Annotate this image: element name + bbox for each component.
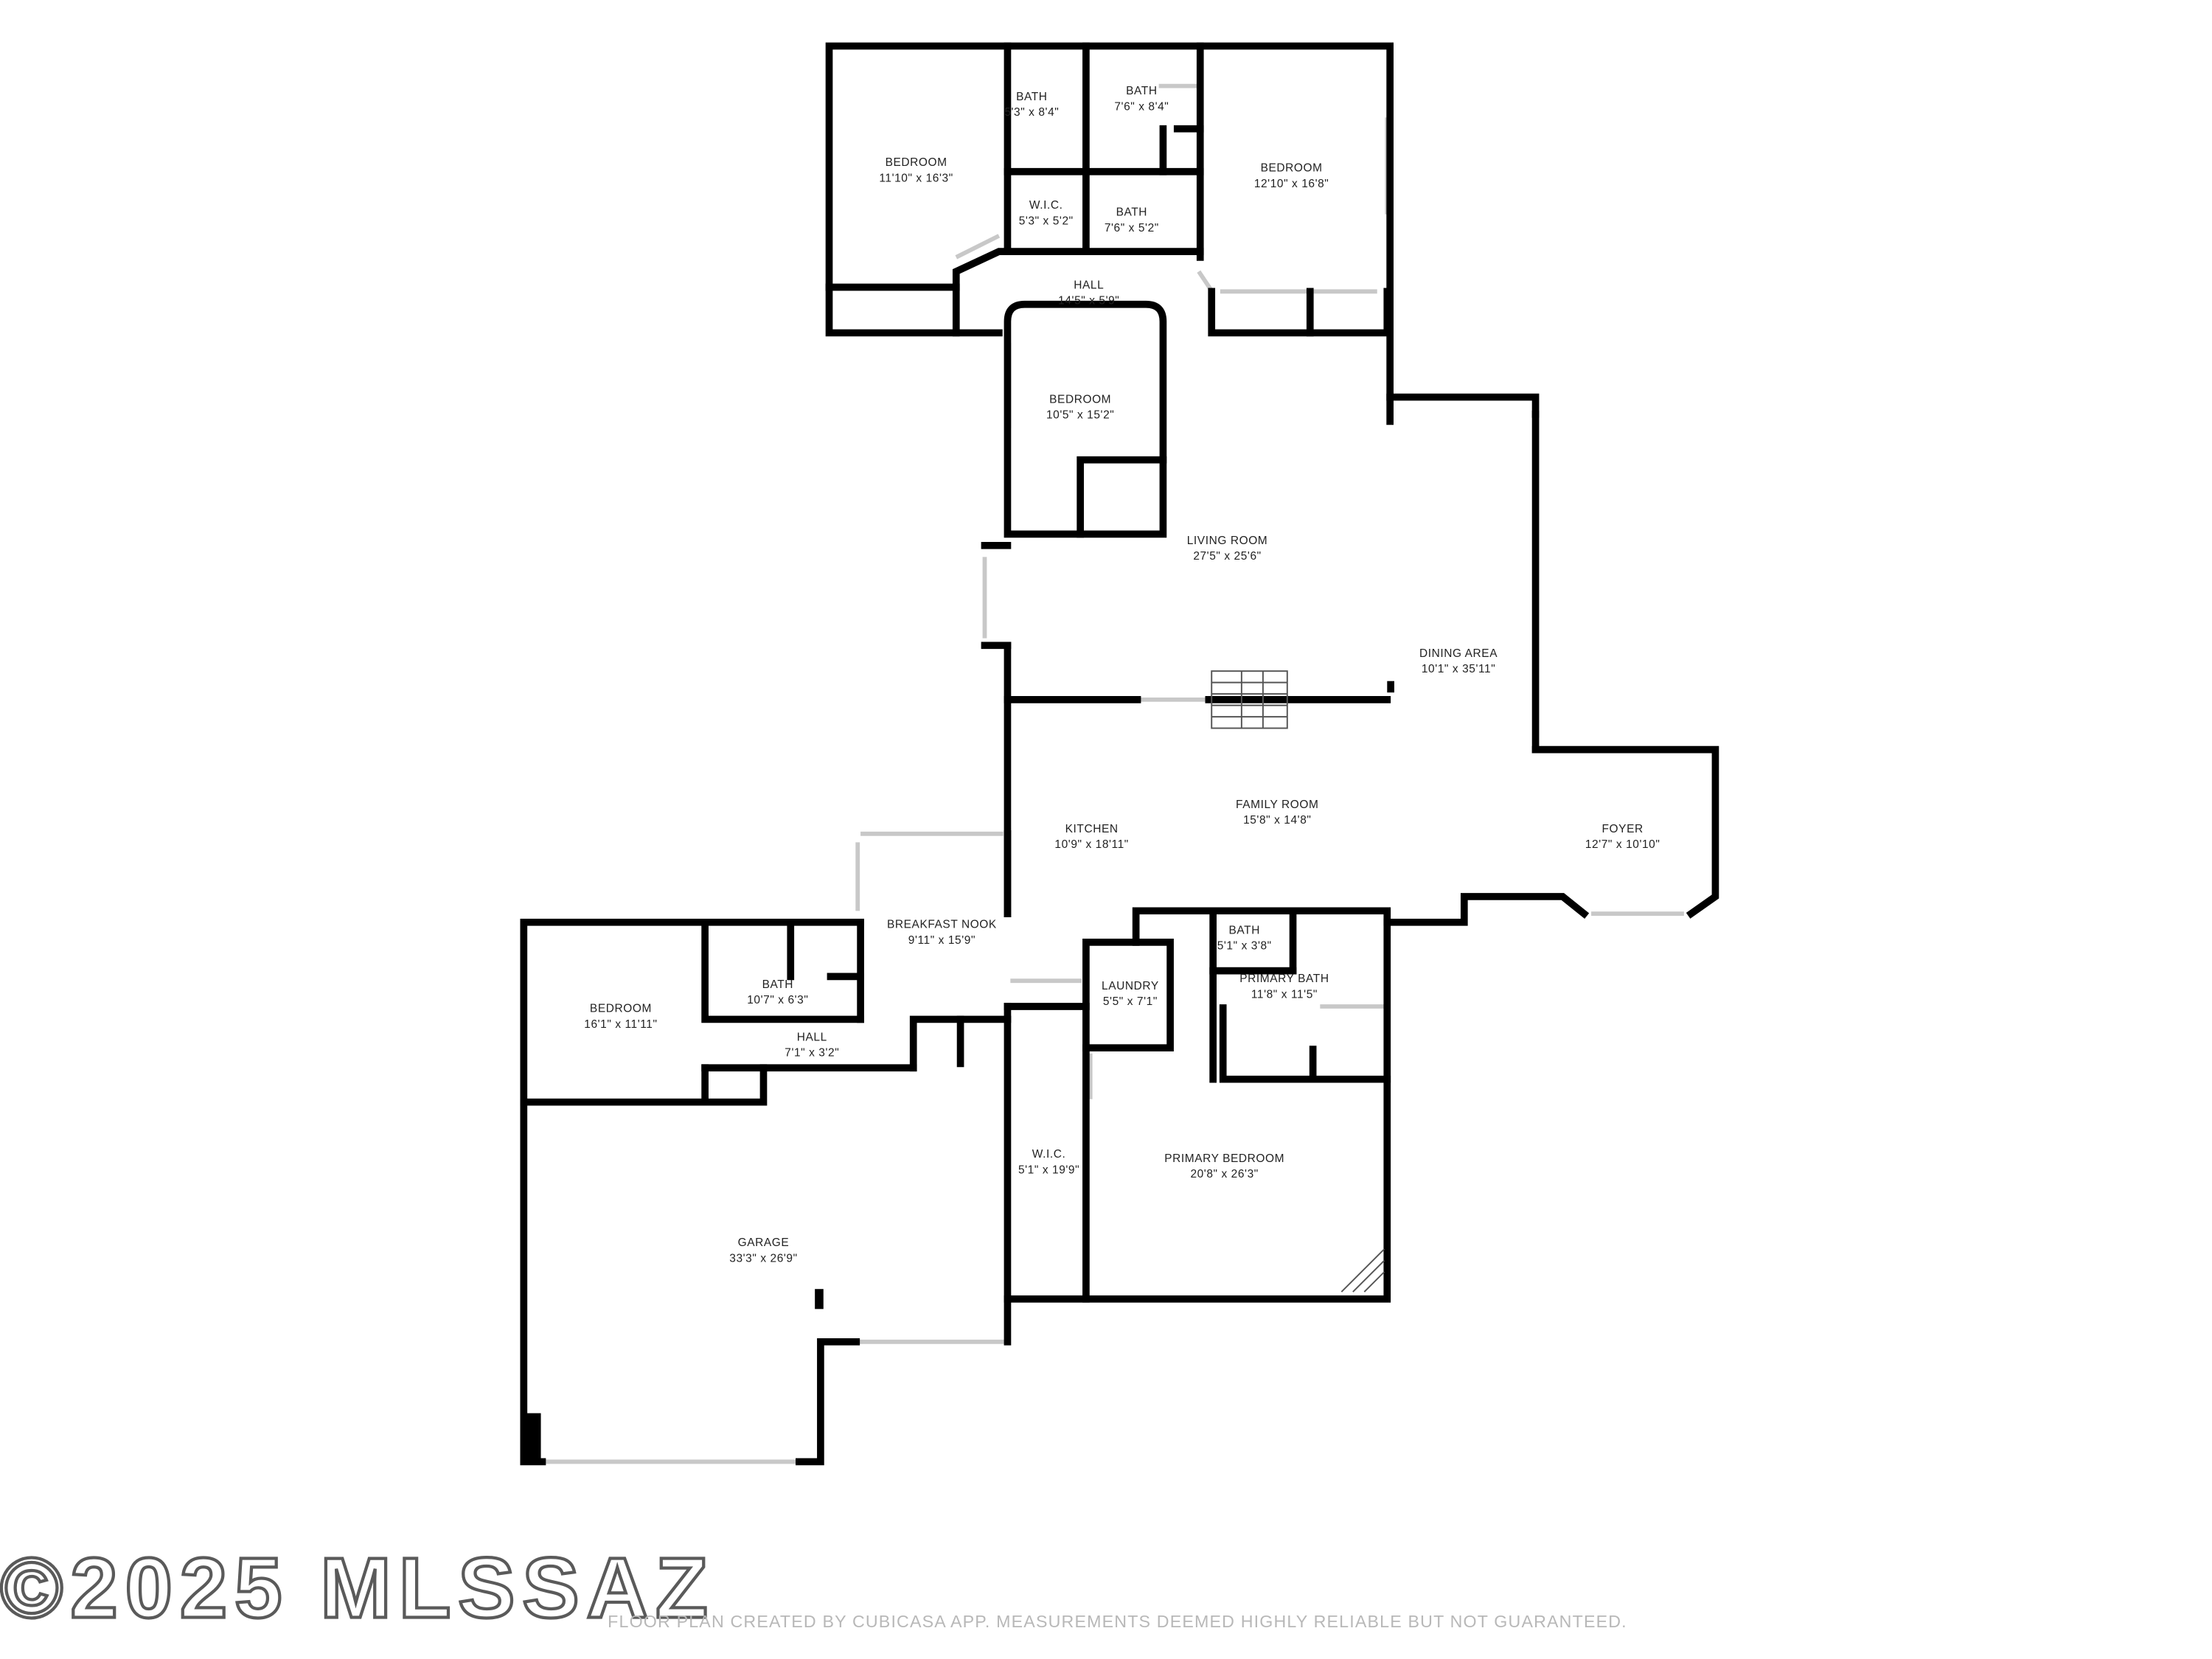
room-name: PRIMARY BEDROOM: [1164, 1152, 1284, 1165]
room-name: LAUNDRY: [1102, 980, 1159, 992]
fireplace: [1211, 670, 1288, 729]
room-name: GARAGE: [738, 1237, 790, 1249]
room-hall-s: HALL 7'1" x 3'2": [785, 1031, 839, 1060]
room-dimensions: 7'6" x 8'4": [1114, 101, 1169, 114]
room-garage: GARAGE 33'3" x 26'9": [729, 1237, 797, 1265]
room-name: W.I.C.: [1032, 1148, 1066, 1161]
room-bath-n3: BATH 7'6" x 5'2": [1105, 206, 1159, 234]
room-dimensions: 7'6" x 5'2": [1105, 222, 1159, 234]
room-dimensions: 33'3" x 26'9": [729, 1252, 797, 1265]
room-name: FAMILY ROOM: [1236, 799, 1318, 811]
room-wic-n: W.I.C. 5'3" x 5'2": [1019, 199, 1074, 227]
room-wic-s: W.I.C. 5'1" x 19'9": [1018, 1148, 1079, 1176]
room-dimensions: 5'3" x 5'2": [1019, 215, 1074, 227]
room-name: LIVING ROOM: [1187, 535, 1268, 547]
room-dimensions: 15'8" x 14'8": [1243, 814, 1311, 827]
room-dimensions: 14'5" x 5'9": [1058, 295, 1119, 307]
room-dimensions: 10'5" x 15'2": [1046, 409, 1114, 422]
room-name: KITCHEN: [1065, 823, 1119, 835]
room-dimensions: 5'5" x 7'1": [1103, 995, 1158, 1008]
watermark: ©2025 MLSSAZ: [0, 1540, 715, 1635]
room-name: BATH: [1016, 91, 1047, 103]
room-name: BATH: [1229, 924, 1260, 936]
room-name: BATH: [762, 978, 793, 991]
room-name: BREAKFAST NOOK: [887, 919, 997, 931]
room-name: DINING AREA: [1419, 647, 1498, 660]
room-bath-sw: BATH 10'7" x 6'3": [747, 978, 808, 1006]
room-dimensions: 5'3" x 8'4": [1004, 106, 1059, 119]
room-bedroom-mid: BEDROOM 10'5" x 15'2": [1046, 393, 1114, 421]
room-dimensions: 10'1" x 35'11": [1422, 663, 1495, 675]
room-bedroom-nw: BEDROOM 11'10" x 16'3": [879, 156, 953, 184]
walls: [520, 42, 1719, 1466]
room-dining-area: DINING AREA 10'1" x 35'11": [1419, 647, 1498, 675]
room-kitchen: KITCHEN 10'9" x 18'11": [1054, 823, 1128, 851]
windows: [521, 44, 1718, 1464]
room-name: PRIMARY BATH: [1239, 973, 1329, 985]
wall-blocks: [521, 681, 1394, 1465]
room-dimensions: 5'1" x 3'8": [1217, 940, 1272, 953]
room-dimensions: 12'7" x 10'10": [1585, 838, 1660, 851]
room-dimensions: 12'10" x 16'8": [1254, 178, 1329, 190]
room-dimensions: 11'8" x 11'5": [1251, 988, 1318, 1001]
room-name: BEDROOM: [590, 1003, 652, 1015]
room-name: BEDROOM: [1261, 162, 1323, 175]
room-dimensions: 11'10" x 16'3": [879, 172, 953, 184]
room-name: HALL: [797, 1031, 827, 1043]
disclaimer: FLOOR PLAN CREATED BY CUBICASA APP. MEAS…: [608, 1612, 1627, 1631]
room-laundry: LAUNDRY 5'5" x 7'1": [1102, 980, 1159, 1008]
room-dimensions: 5'1" x 19'9": [1018, 1164, 1079, 1176]
room-primary-bedroom: PRIMARY BEDROOM 20'8" x 26'3": [1164, 1152, 1284, 1180]
room-bath-primary-small: BATH 5'1" x 3'8": [1217, 924, 1272, 953]
room-name: FOYER: [1602, 823, 1644, 835]
room-foyer: FOYER 12'7" x 10'10": [1585, 823, 1660, 851]
room-bedroom-ne: BEDROOM 12'10" x 16'8": [1254, 162, 1329, 190]
room-name: HALL: [1074, 279, 1104, 291]
room-bedroom-sw: BEDROOM 16'1" x 11'11": [584, 1003, 657, 1031]
room-name: W.I.C.: [1029, 199, 1063, 212]
room-dimensions: 10'7" x 6'3": [747, 994, 808, 1006]
room-name: BEDROOM: [1049, 393, 1111, 406]
room-dimensions: 16'1" x 11'11": [584, 1018, 657, 1031]
room-name: BEDROOM: [886, 156, 947, 169]
room-family-room: FAMILY ROOM 15'8" x 14'8": [1236, 799, 1318, 827]
room-bath-n1: BATH 5'3" x 8'4": [1004, 91, 1059, 119]
room-dimensions: 27'5" x 25'6": [1193, 550, 1261, 563]
room-breakfast-nook: BREAKFAST NOOK 9'11" x 15'9": [887, 919, 997, 947]
room-name: BATH: [1116, 206, 1147, 219]
room-hall-n: HALL 14'5" x 5'9": [1058, 279, 1119, 307]
room-primary-bath: PRIMARY BATH 11'8" x 11'5": [1239, 973, 1329, 1001]
room-dimensions: 10'9" x 18'11": [1054, 838, 1128, 851]
room-dimensions: 20'8" x 26'3": [1190, 1168, 1258, 1180]
room-name: BATH: [1126, 85, 1157, 97]
room-dimensions: 7'1" x 3'2": [785, 1047, 839, 1060]
room-dimensions: 9'11" x 15'9": [908, 934, 975, 947]
room-living-room: LIVING ROOM 27'5" x 25'6": [1187, 535, 1268, 563]
room-bath-n2: BATH 7'6" x 8'4": [1114, 85, 1169, 114]
corner-detail: [1340, 1248, 1385, 1293]
